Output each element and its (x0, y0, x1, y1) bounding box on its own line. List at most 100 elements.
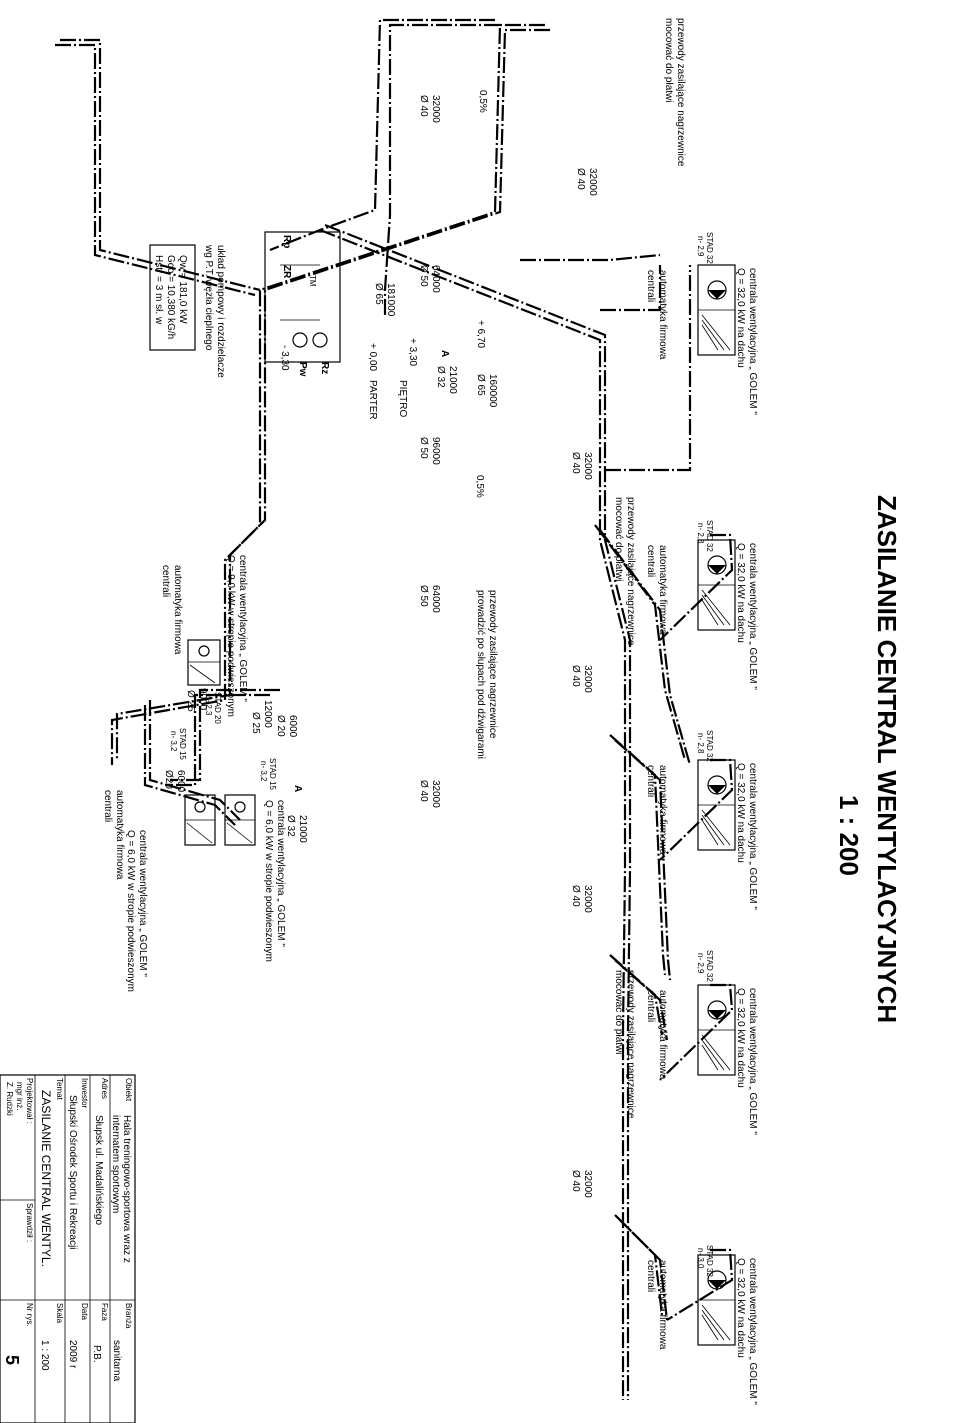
tb-spr-key: Sprawdził : (25, 1203, 34, 1242)
ceiling-unit-1-setting: n- 2,3 (204, 695, 213, 716)
tb-obiekt-key: Obiekt (124, 1078, 133, 1102)
tb-branza-val: sanitarna (111, 1340, 122, 1382)
roof-unit-4-valve: STAD 32 (705, 950, 714, 982)
flow-8: 32000 (582, 452, 593, 480)
flow-11: 32000 (430, 780, 441, 808)
roof-unit-4-power: Q = 32,0 kW na dachu (735, 988, 746, 1088)
ceiling-unit-1-valve: STAD 20 (213, 692, 222, 724)
level-3b: PARTER (367, 380, 378, 420)
tb-adres-val: Słupsk ul. Madalińskiego (93, 1115, 104, 1225)
ceiling-unit-2-name: centrala wentylacyjna „ GOLEM " (275, 800, 286, 947)
drawing-title: ZASILANIE CENTRAL WENTYLACYJNYCH (872, 495, 902, 1023)
flow-10: 32000 (582, 665, 593, 693)
note-2a: przewody zasilające nagrzewnice (625, 497, 636, 646)
tb-faza-key: Faza (100, 1303, 109, 1321)
node-rz: Rz (319, 362, 330, 374)
flow-16: 12000 (262, 700, 273, 728)
roof-unit-4-name: centrala wentylacyjna „ GOLEM " (747, 988, 758, 1135)
dn-2: Ø 40 (575, 168, 586, 190)
ceiling-unit-1 (187, 639, 221, 686)
roof-unit-1-power: Q = 32,0 kW na dachu (735, 268, 746, 368)
pump-node: Rp ZR Pw Rz TM układ pompowy i rozdziela… (149, 231, 341, 378)
ceiling-unit-labels: centrala wentylacyjna „ GOLEM " Q = 9,0 … (102, 555, 286, 992)
section-mark-a: A (439, 350, 450, 357)
roof-unit-5-control: automatyka firmowa (657, 1260, 668, 1350)
dn-1: Ø 40 (418, 95, 429, 117)
roof-unit-5-control2: centrali (645, 1260, 656, 1292)
tb-skala-key: Skala (55, 1303, 64, 1324)
note-1b: mocować do płatwi (663, 18, 674, 102)
level-3: + 0,00 (367, 343, 378, 372)
ceiling-unit-3-control2: centrali (102, 790, 113, 822)
roof-unit-1-valve: STAD 32 (705, 232, 714, 264)
ceiling-unit-3-valve: STAD 15 (178, 728, 187, 760)
tb-adres-key: Adres (100, 1078, 109, 1099)
roof-unit-3 (697, 759, 736, 851)
node-tm: TM (308, 275, 317, 287)
roof-unit-2-valve: STAD 32 (705, 520, 714, 552)
roof-unit-labels: centrala wentylacyjna „ GOLEM " Q = 32,0… (645, 232, 758, 1405)
roof-unit-3-name: centrala wentylacyjna „ GOLEM " (747, 763, 758, 910)
tb-nr-key: Nr rys. (25, 1303, 34, 1327)
roof-unit-2-name: centrala wentylacyjna „ GOLEM " (747, 543, 758, 690)
dn-3: Ø 50 (418, 265, 429, 287)
title-block: Obiekt Hala treningowo-sportowa wraz z i… (0, 1074, 136, 1423)
roof-unit-2-control2: centrali (645, 545, 656, 577)
node-gco: Gco = 10,380 kG/h (165, 255, 176, 339)
roof-unit-1 (697, 264, 736, 356)
roof-unit-3-control2: centrali (645, 765, 656, 797)
note-4b: mocować do płatwi (613, 970, 624, 1054)
tb-faza-val: P.B. (91, 1345, 102, 1363)
flow-12: 32000 (582, 885, 593, 913)
roof-unit-4-control: automatyka firmowa (657, 990, 668, 1080)
roof-unit-5 (697, 1254, 736, 1346)
level-5: - 3,30 (279, 345, 290, 371)
roof-unit-2-setting: n- 2,8 (696, 523, 705, 544)
tb-obiekt-val-1: Hala treningowo-sportowa wraz z (121, 1115, 132, 1263)
note-3a: przewody zasilające nagrzewnice (487, 590, 498, 739)
dn-15: Ø 20 (275, 715, 286, 737)
level-2: + 3,30 (407, 338, 418, 367)
tb-skala-val: 1 : 200 (39, 1340, 50, 1371)
flow-13: 32000 (582, 1170, 593, 1198)
flow-9: 64000 (430, 585, 441, 613)
roof-unit-3-valve: STAD 32 (705, 730, 714, 762)
tb-obiekt-val-2: internatem sportowym (110, 1115, 121, 1213)
flow-4: 181000 (385, 283, 396, 317)
ceiling-unit-2-power: Q = 6,0 kW w stropie podwieszonym (263, 800, 274, 962)
flow-17: 9000 (197, 688, 208, 711)
tb-proj-val-2: Z. Rudzki (5, 1082, 14, 1116)
dn-14: Ø 32 (285, 815, 296, 837)
dn-7: Ø 50 (418, 437, 429, 459)
ceiling-unit-1-control2: centrali (160, 565, 171, 597)
dn-5: Ø 32 (435, 366, 446, 388)
dn-6: Ø 65 (475, 374, 486, 396)
dn-17: Ø 25 (185, 690, 196, 712)
level-1: + 6,70 (475, 320, 486, 349)
slope-2: 0,5% (474, 475, 485, 498)
flow-2: 32000 (587, 168, 598, 196)
note-1a: przewody zasilające nagrzewnice (675, 18, 686, 167)
roof-unit-5-power: Q = 32,0 kW na dachu (735, 1258, 746, 1358)
flow-14: 21000 (297, 815, 308, 843)
roof-unit-1-control2: centrali (645, 270, 656, 302)
ceiling-unit-1-power: Q = 9,0 kW w stropie podwieszonym (225, 555, 236, 717)
roof-unit-1-setting: n- 2,9 (696, 236, 705, 257)
roof-unit-4-setting: n- 2,9 (696, 953, 705, 974)
ceiling-unit-2-valve: STAD 15 (268, 758, 277, 790)
flow-18: 6000 (175, 770, 186, 793)
roof-unit-2-power: Q = 32,0 kW na dachu (735, 543, 746, 643)
flow-3: 64000 (430, 265, 441, 293)
tb-data-val: 2009 r (67, 1340, 78, 1369)
roof-unit-1-control: automatyka firmowa (657, 270, 668, 360)
dn-10: Ø 40 (570, 665, 581, 687)
roof-unit-3-setting: n- 2,8 (696, 733, 705, 754)
tb-inwestor-val: Słupski Ośrodek Sportu i Rekreacji (67, 1095, 78, 1250)
node-pw: Pw (297, 362, 308, 377)
roof-unit-5-valve: STAD 32 (705, 1245, 714, 1277)
ceiling-unit-3-name: centrala wentylacyjna „ GOLEM " (137, 830, 148, 977)
node-qw: Qw = 181,0 kW (177, 255, 188, 324)
tb-proj-val-1: mgr inż. (15, 1082, 24, 1110)
